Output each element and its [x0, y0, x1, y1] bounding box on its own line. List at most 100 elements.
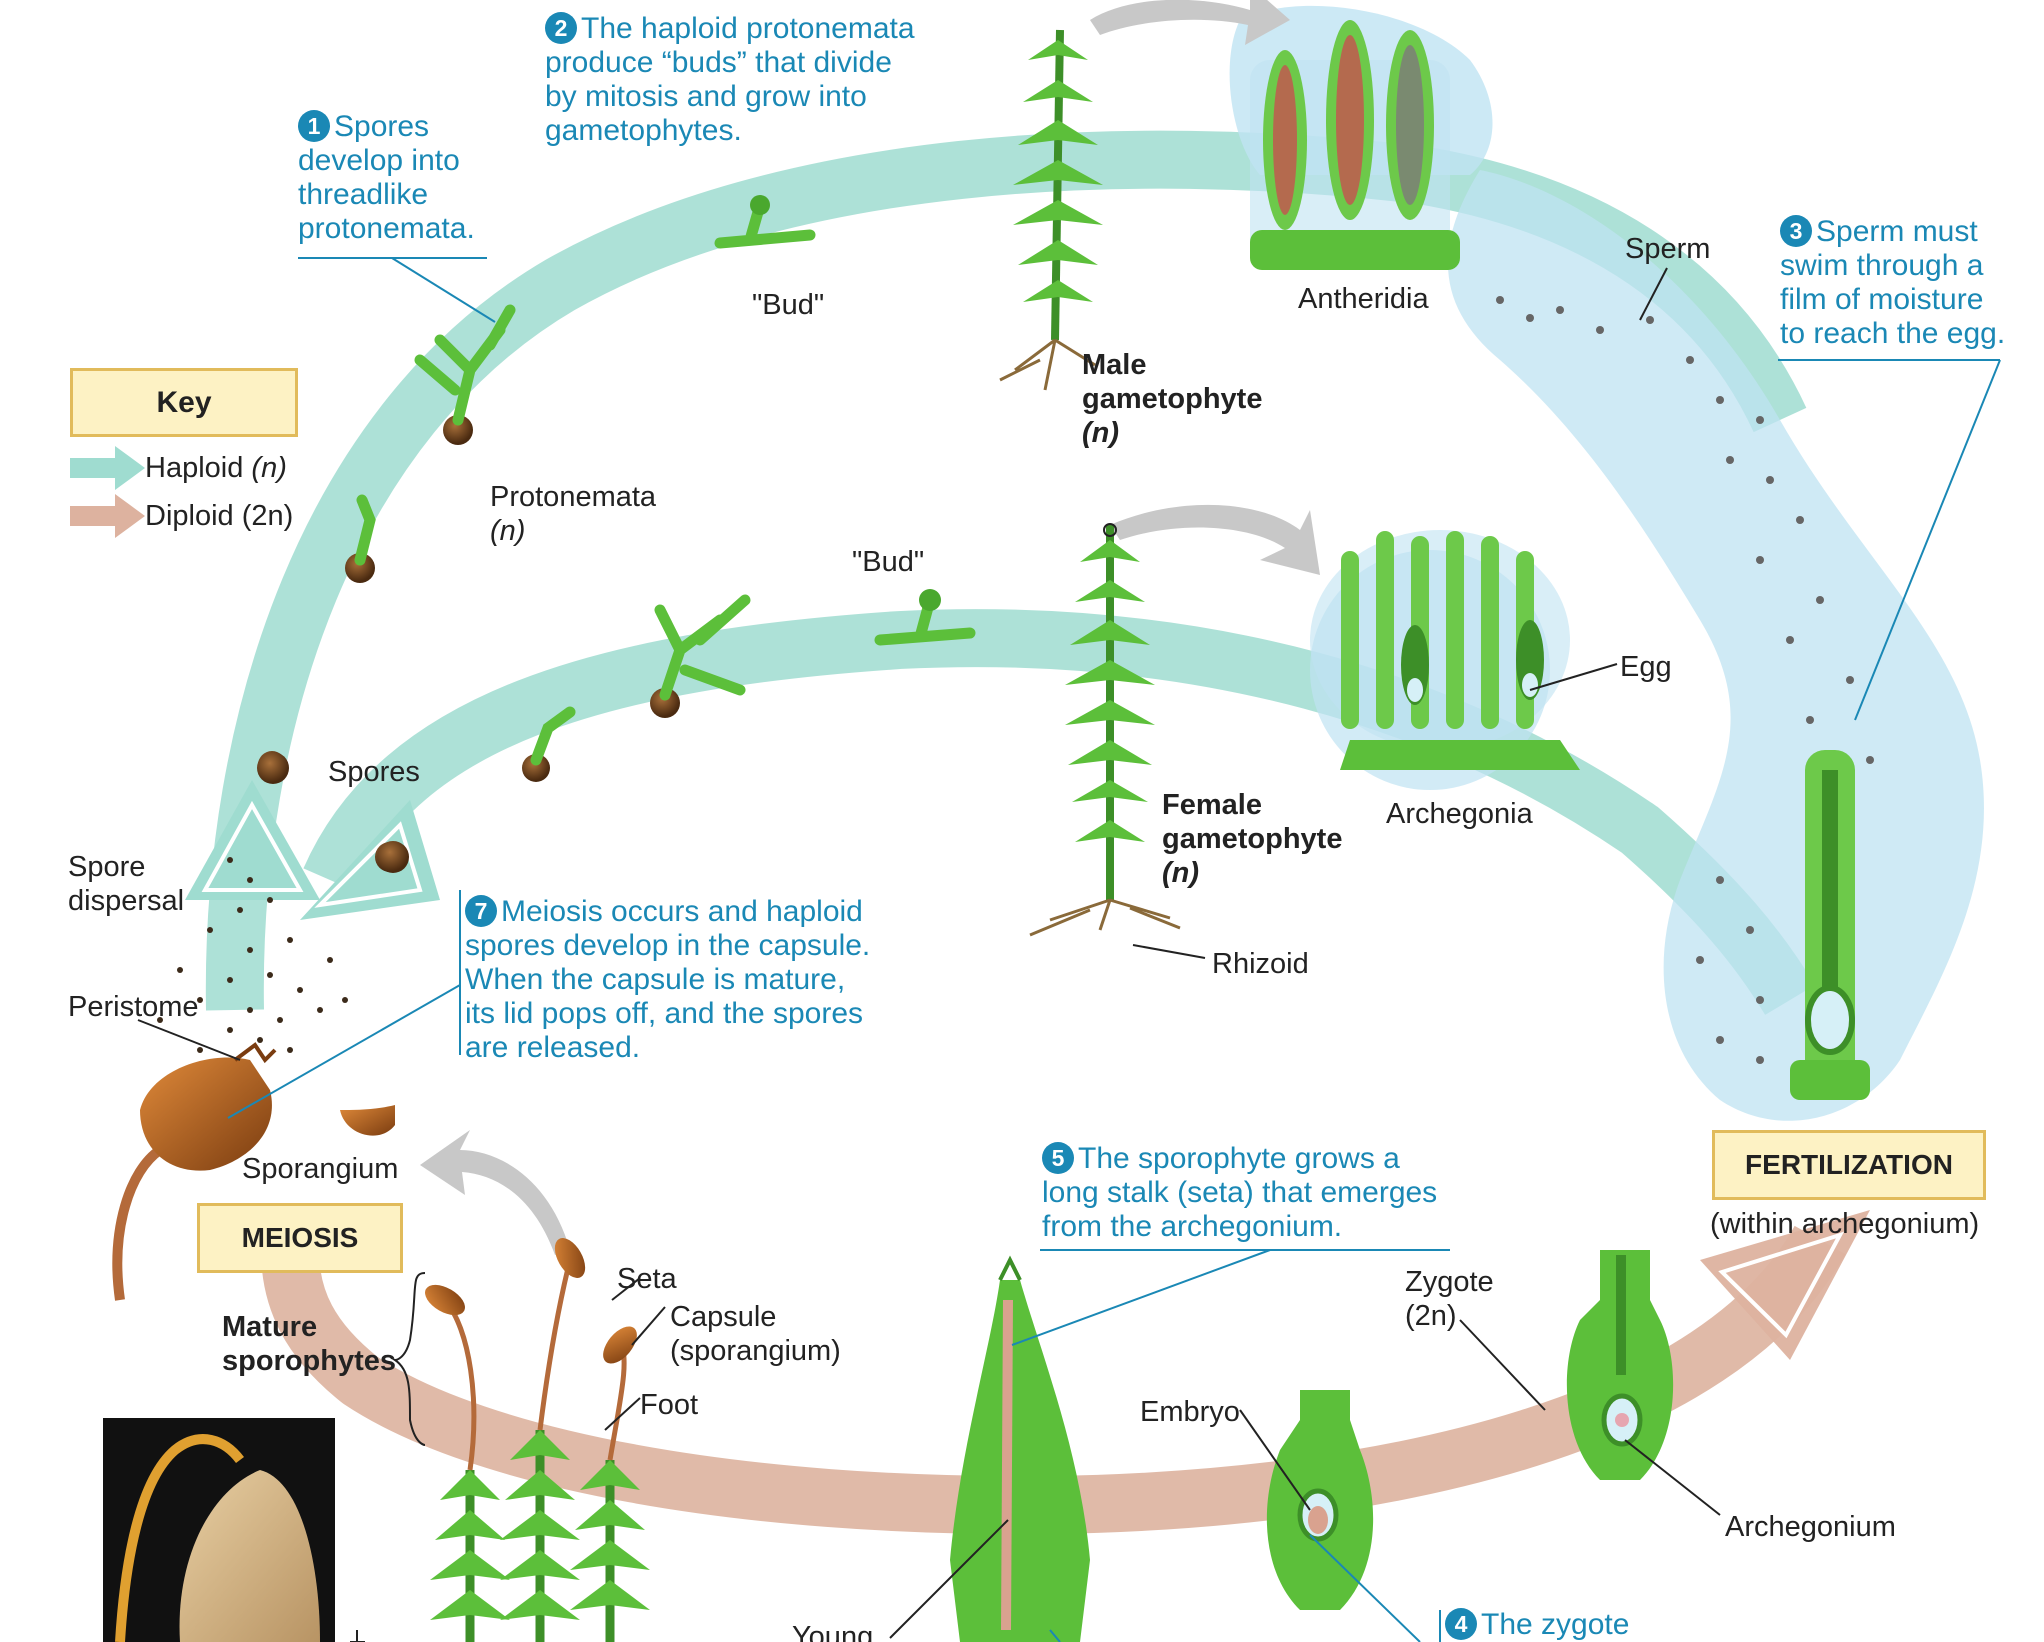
female-gametophyte-plant	[1029, 523, 1181, 937]
step-3-line: film of moisture	[1780, 283, 1984, 316]
step-3-line: to reach the egg.	[1780, 317, 2006, 350]
step-5-line: long stalk (seta) that emerges	[1042, 1176, 1438, 1209]
step-1-line: protonemata.	[298, 212, 475, 245]
archegonia	[1310, 530, 1580, 770]
female-line: (n)	[1162, 857, 1200, 889]
step-2-line: produce “buds” that divide	[545, 46, 892, 79]
leader-lines	[137, 267, 1721, 1642]
male-line: Male	[1082, 349, 1147, 381]
label-archegonia: Archegonia	[1386, 798, 1533, 830]
dispersing-spores	[157, 857, 348, 1053]
step-4-number: 4	[1445, 1608, 1477, 1640]
grey-arrows	[420, 0, 1320, 1255]
step-5-line: from the archegonium.	[1042, 1210, 1343, 1243]
label-archegonium: Archegonium	[1725, 1511, 1896, 1543]
step-2-line: The haploid protonemata	[581, 12, 915, 45]
label-antheridia: Antheridia	[1298, 283, 1429, 315]
protonemata-line: Protonemata	[490, 481, 657, 513]
label-egg: Egg	[1620, 651, 1672, 683]
step-7-number: 7	[465, 895, 497, 927]
label-female-gametophyte: Female gametophyte (n)	[1162, 788, 1342, 890]
label-foot: Foot	[640, 1389, 699, 1421]
floating-spores	[257, 752, 409, 873]
step-1-line: develop into	[298, 144, 460, 177]
step-3-line: swim through a	[1780, 249, 1984, 282]
fertilization-box: FERTILIZATION	[1712, 1130, 1986, 1200]
outer-bud	[750, 195, 770, 215]
label-spores: Spores	[328, 756, 420, 788]
label-protonemata: Protonemata (n)	[490, 480, 656, 548]
step-3-line: Sperm must	[1816, 215, 1978, 248]
key-diploid-label: Diploid	[145, 500, 234, 532]
step-2-number: 2	[545, 12, 577, 44]
label-embryo: Embryo	[1140, 1396, 1240, 1428]
antheridia	[1250, 20, 1460, 270]
step-1-line: Spores	[334, 110, 430, 143]
label-male-gametophyte: Male gametophyte (n)	[1082, 348, 1262, 450]
step-2-line: gametophytes.	[545, 114, 742, 147]
capsule-lid	[340, 1105, 395, 1136]
step-7-line: When the capsule is mature,	[465, 963, 846, 996]
key-haploid-row: Haploid (n)	[145, 452, 287, 485]
key-title: Key	[156, 386, 212, 419]
male-gametophyte-plant	[999, 29, 1103, 391]
step-5-number: 5	[1042, 1142, 1074, 1174]
inner-protonemata	[530, 594, 976, 766]
key-arrows	[70, 446, 145, 538]
meiosis-label: MEIOSIS	[241, 1222, 359, 1253]
label-mature-sporophytes: Mature sporophytes	[222, 1310, 396, 1378]
sporangium-capsule	[112, 1042, 277, 1301]
label-bud-lower: "Bud"	[852, 546, 925, 578]
zygote-line: Zygote	[1405, 1266, 1494, 1298]
female-line: Female	[1162, 789, 1262, 821]
label-fertilization-sub: (within archegonium)	[1710, 1208, 1980, 1240]
fertilizing-archegonium	[1790, 750, 1870, 1100]
embryo-archegonium	[1266, 1390, 1374, 1610]
key-haploid-label: Haploid	[145, 452, 244, 484]
step-leader-lines	[227, 257, 2001, 1642]
mature-line: sporophytes	[222, 1345, 397, 1377]
key-diploid-symbol: (2n)	[241, 500, 294, 532]
label-zygote: Zygote (2n)	[1405, 1265, 1494, 1333]
inner-bud	[919, 589, 941, 611]
label-bud-upper: "Bud"	[752, 289, 825, 321]
haploid-arrowheads	[185, 780, 440, 920]
step-3-number: 3	[1780, 215, 1812, 247]
male-line: (n)	[1082, 417, 1120, 449]
step-7-line: are released.	[465, 1031, 641, 1064]
step-1-number: 1	[298, 110, 330, 142]
young-sporophyte	[950, 1255, 1090, 1642]
label-young: Young	[792, 1621, 874, 1642]
fertilization-label: FERTILIZATION	[1745, 1149, 1953, 1180]
meiosis-box: MEIOSIS	[197, 1203, 403, 1273]
step-7-line: spores develop in the capsule.	[465, 929, 871, 962]
sperm-cells	[1496, 296, 1874, 1064]
label-sporangium: Sporangium	[242, 1153, 399, 1185]
step-5-line: The sporophyte grows a	[1078, 1142, 1400, 1175]
step-1-line: threadlike	[298, 178, 429, 211]
key-title-box: Key	[70, 368, 298, 437]
mature-line: Mature	[222, 1311, 318, 1343]
zygote-archegonium	[1566, 1250, 1674, 1480]
capsule-line: Capsule	[670, 1301, 777, 1333]
label-spore-dispersal: Spore dispersal	[68, 850, 184, 918]
step-7-line: its lid pops off, and the spores	[465, 997, 864, 1030]
label-peristome: Peristome	[68, 991, 199, 1023]
sporangium-photo-inset	[103, 1418, 335, 1642]
male-line: gametophyte	[1082, 383, 1263, 415]
spore-dispersal-line: dispersal	[68, 885, 185, 917]
label-sperm: Sperm	[1625, 233, 1711, 265]
step-7-line: Meiosis occurs and haploid	[501, 895, 863, 928]
key-haploid-symbol: (n)	[251, 452, 287, 484]
protonemata-line: (n)	[490, 515, 526, 547]
label-capsule: Capsule (sporangium)	[670, 1300, 841, 1368]
label-rhizoid: Rhizoid	[1212, 948, 1309, 980]
